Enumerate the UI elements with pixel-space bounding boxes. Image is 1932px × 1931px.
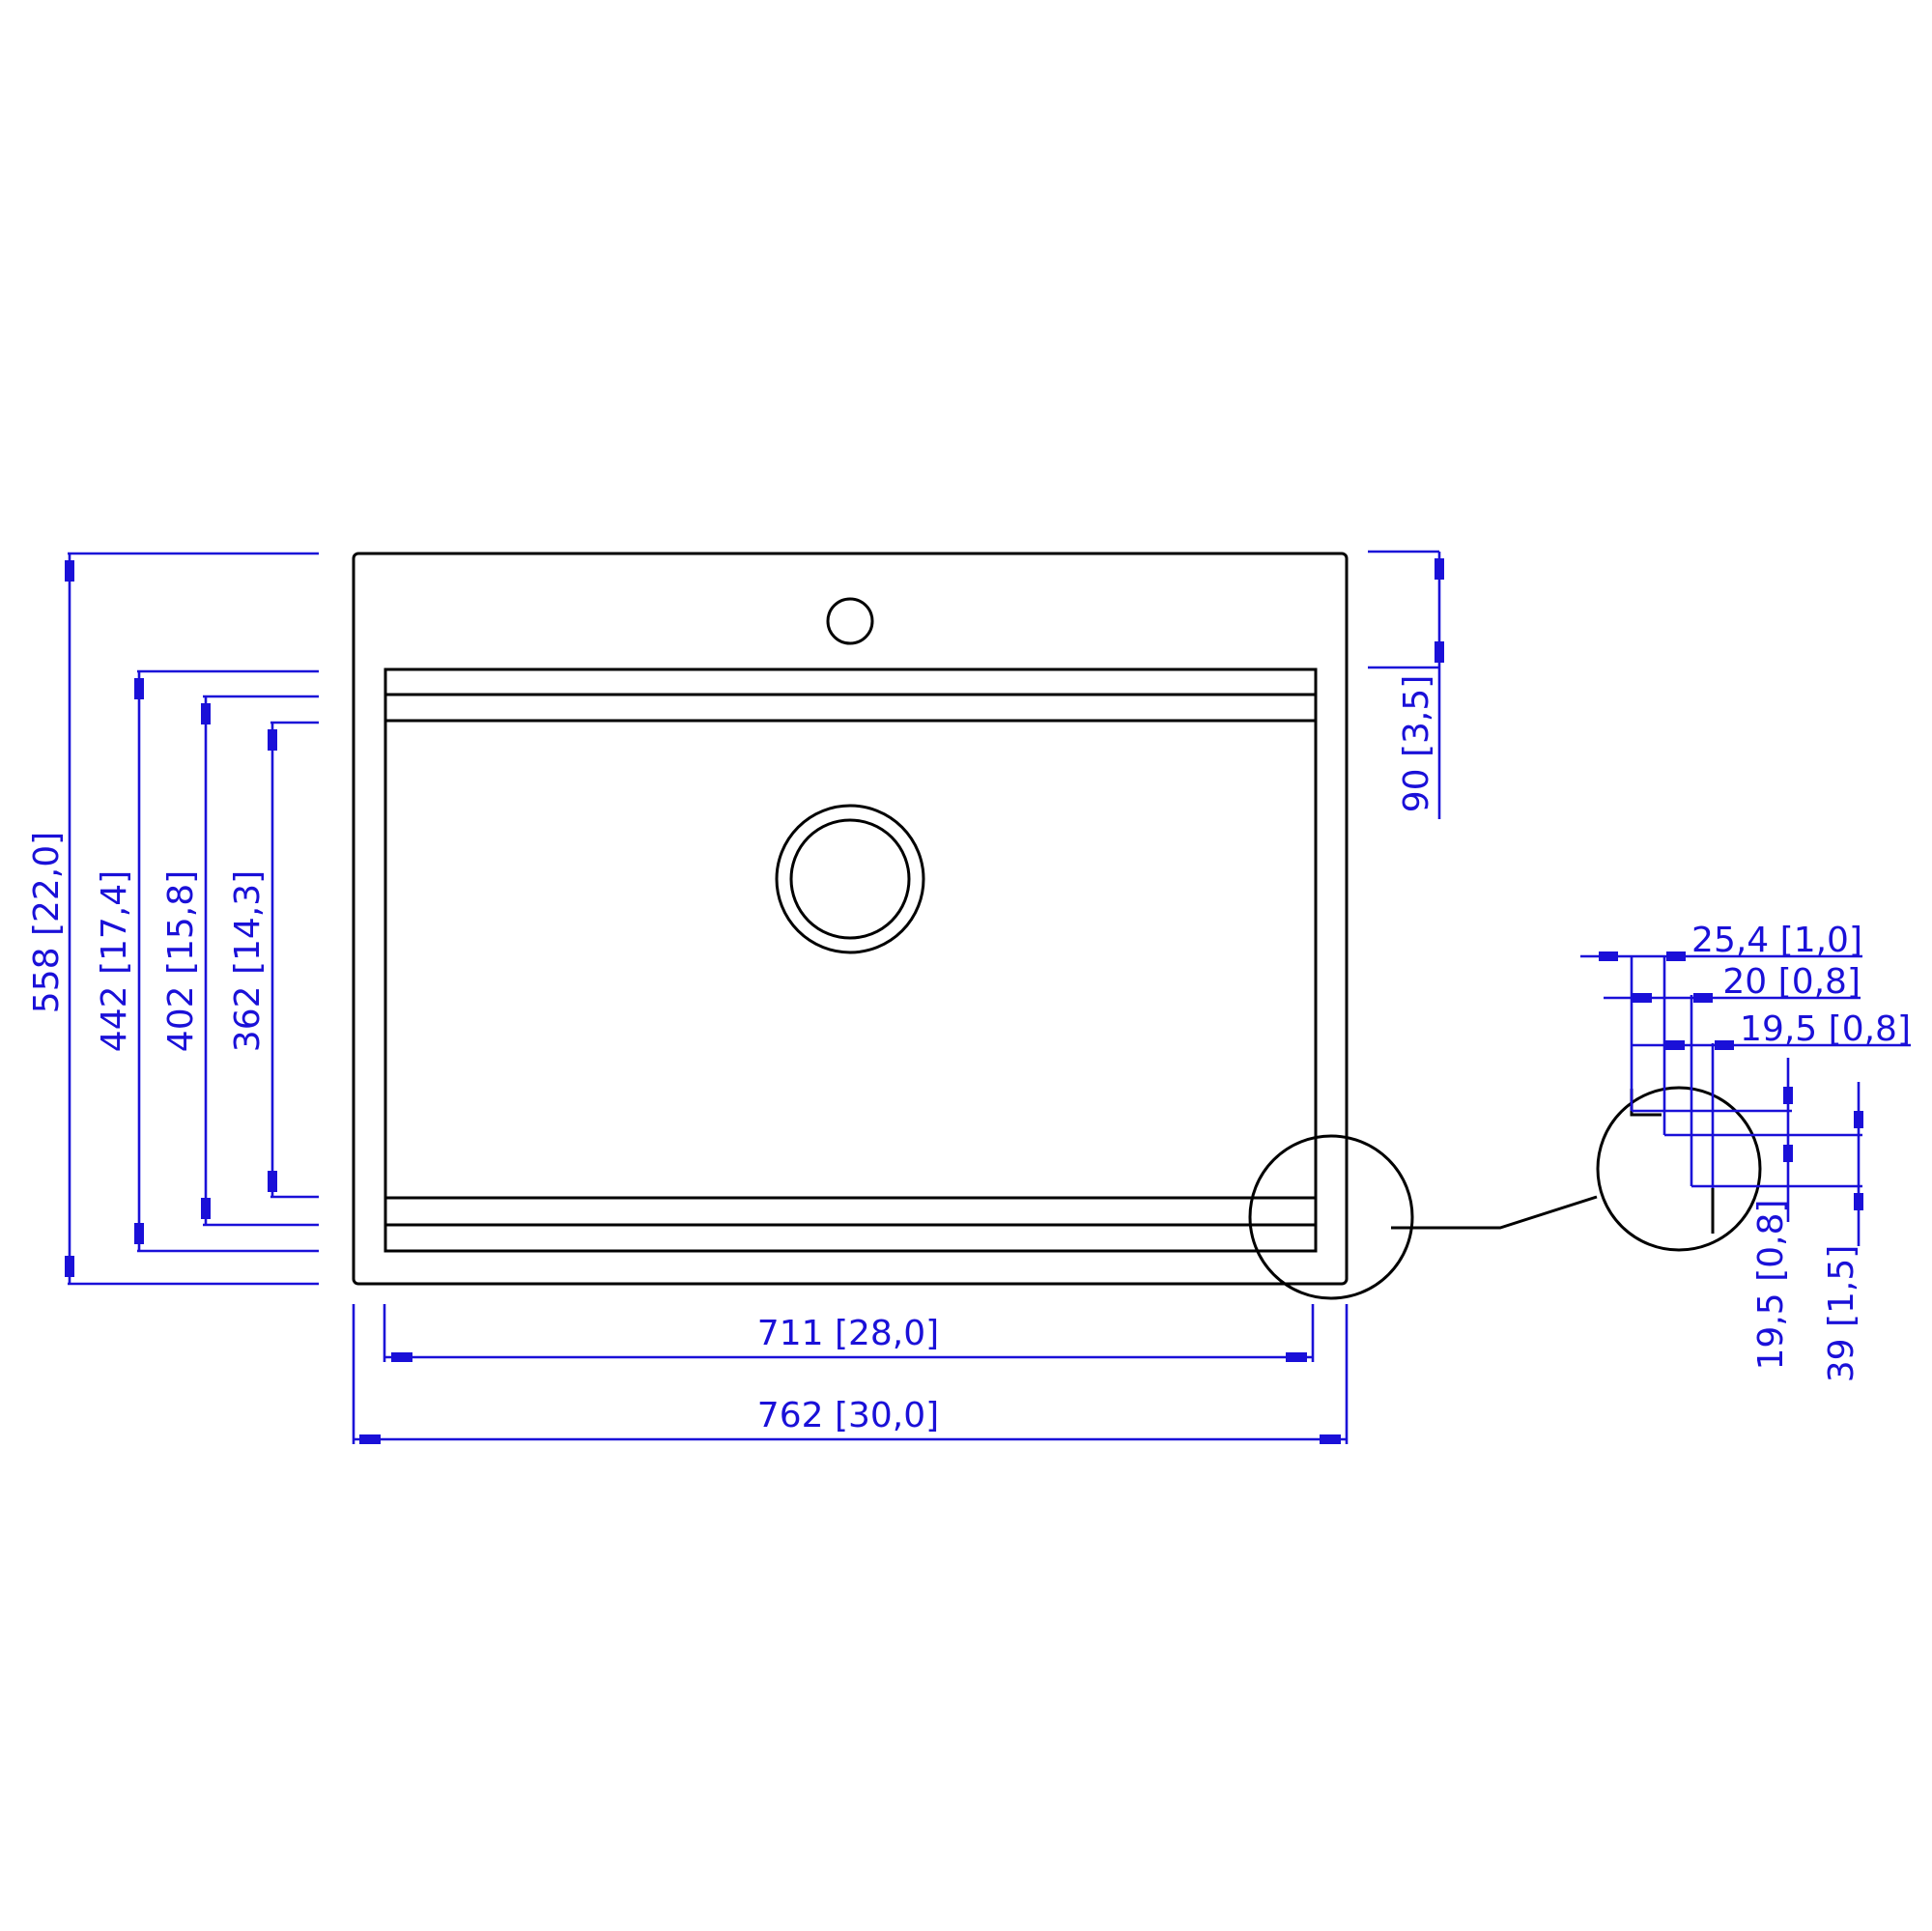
detail-dim-19-5-h: 19,5 [0,8] xyxy=(1631,1009,1911,1188)
detail-label-25-4: 25,4 [1,0] xyxy=(1691,921,1862,960)
dim-label-762: 762 [30,0] xyxy=(757,1396,939,1435)
dim-label-558: 558 [22,0] xyxy=(27,832,67,1013)
bowl-outer-edge xyxy=(384,667,1318,1253)
detail-dim-25-4: 25,4 [1,0] xyxy=(1580,921,1862,1135)
dim-overall-height: 558 [22,0] xyxy=(27,552,319,1286)
sink-outline xyxy=(352,552,1762,1300)
detail-leader-line xyxy=(1391,1195,1598,1230)
detail-dim-20: 20 [0,8] xyxy=(1604,962,1861,1186)
dim-overall-width: 762 [30,0] xyxy=(352,1304,1349,1444)
detail-view-circle xyxy=(1596,1086,1762,1252)
drain-inner-ring xyxy=(789,818,911,940)
detail-callout-circle xyxy=(1248,1134,1414,1300)
sink-outer-rim xyxy=(352,552,1349,1286)
detail-label-19-5-h: 19,5 [0,8] xyxy=(1740,1009,1911,1049)
detail-label-19-5-v: 19,5 [0,8] xyxy=(1751,1200,1791,1371)
dim-bowl-outer-height: 442 [17,4] xyxy=(95,669,319,1253)
detail-dim-39: 39 [1,5] xyxy=(1822,1082,1863,1382)
detail-label-20: 20 [0,8] xyxy=(1722,962,1861,1002)
dim-label-90: 90 [3,5] xyxy=(1397,675,1436,813)
detail-label-39: 39 [1,5] xyxy=(1822,1245,1861,1383)
dim-label-442: 442 [17,4] xyxy=(95,870,134,1052)
faucet-hole xyxy=(826,597,874,645)
detail-dim-19-5-v: 19,5 [0,8] xyxy=(1632,1058,1862,1370)
dim-bowl-mid-height: 402 [15,8] xyxy=(161,695,319,1227)
drain-outer-ring xyxy=(775,804,925,954)
dim-label-402: 402 [15,8] xyxy=(161,870,201,1052)
dim-label-362: 362 [14,3] xyxy=(228,870,268,1052)
dim-bowl-width: 711 [28,0] xyxy=(383,1304,1315,1362)
dim-bowl-inner-height: 362 [14,3] xyxy=(228,721,319,1199)
dim-deck-depth: 90 [3,5] xyxy=(1368,550,1444,819)
dim-label-711: 711 [28,0] xyxy=(757,1314,939,1353)
